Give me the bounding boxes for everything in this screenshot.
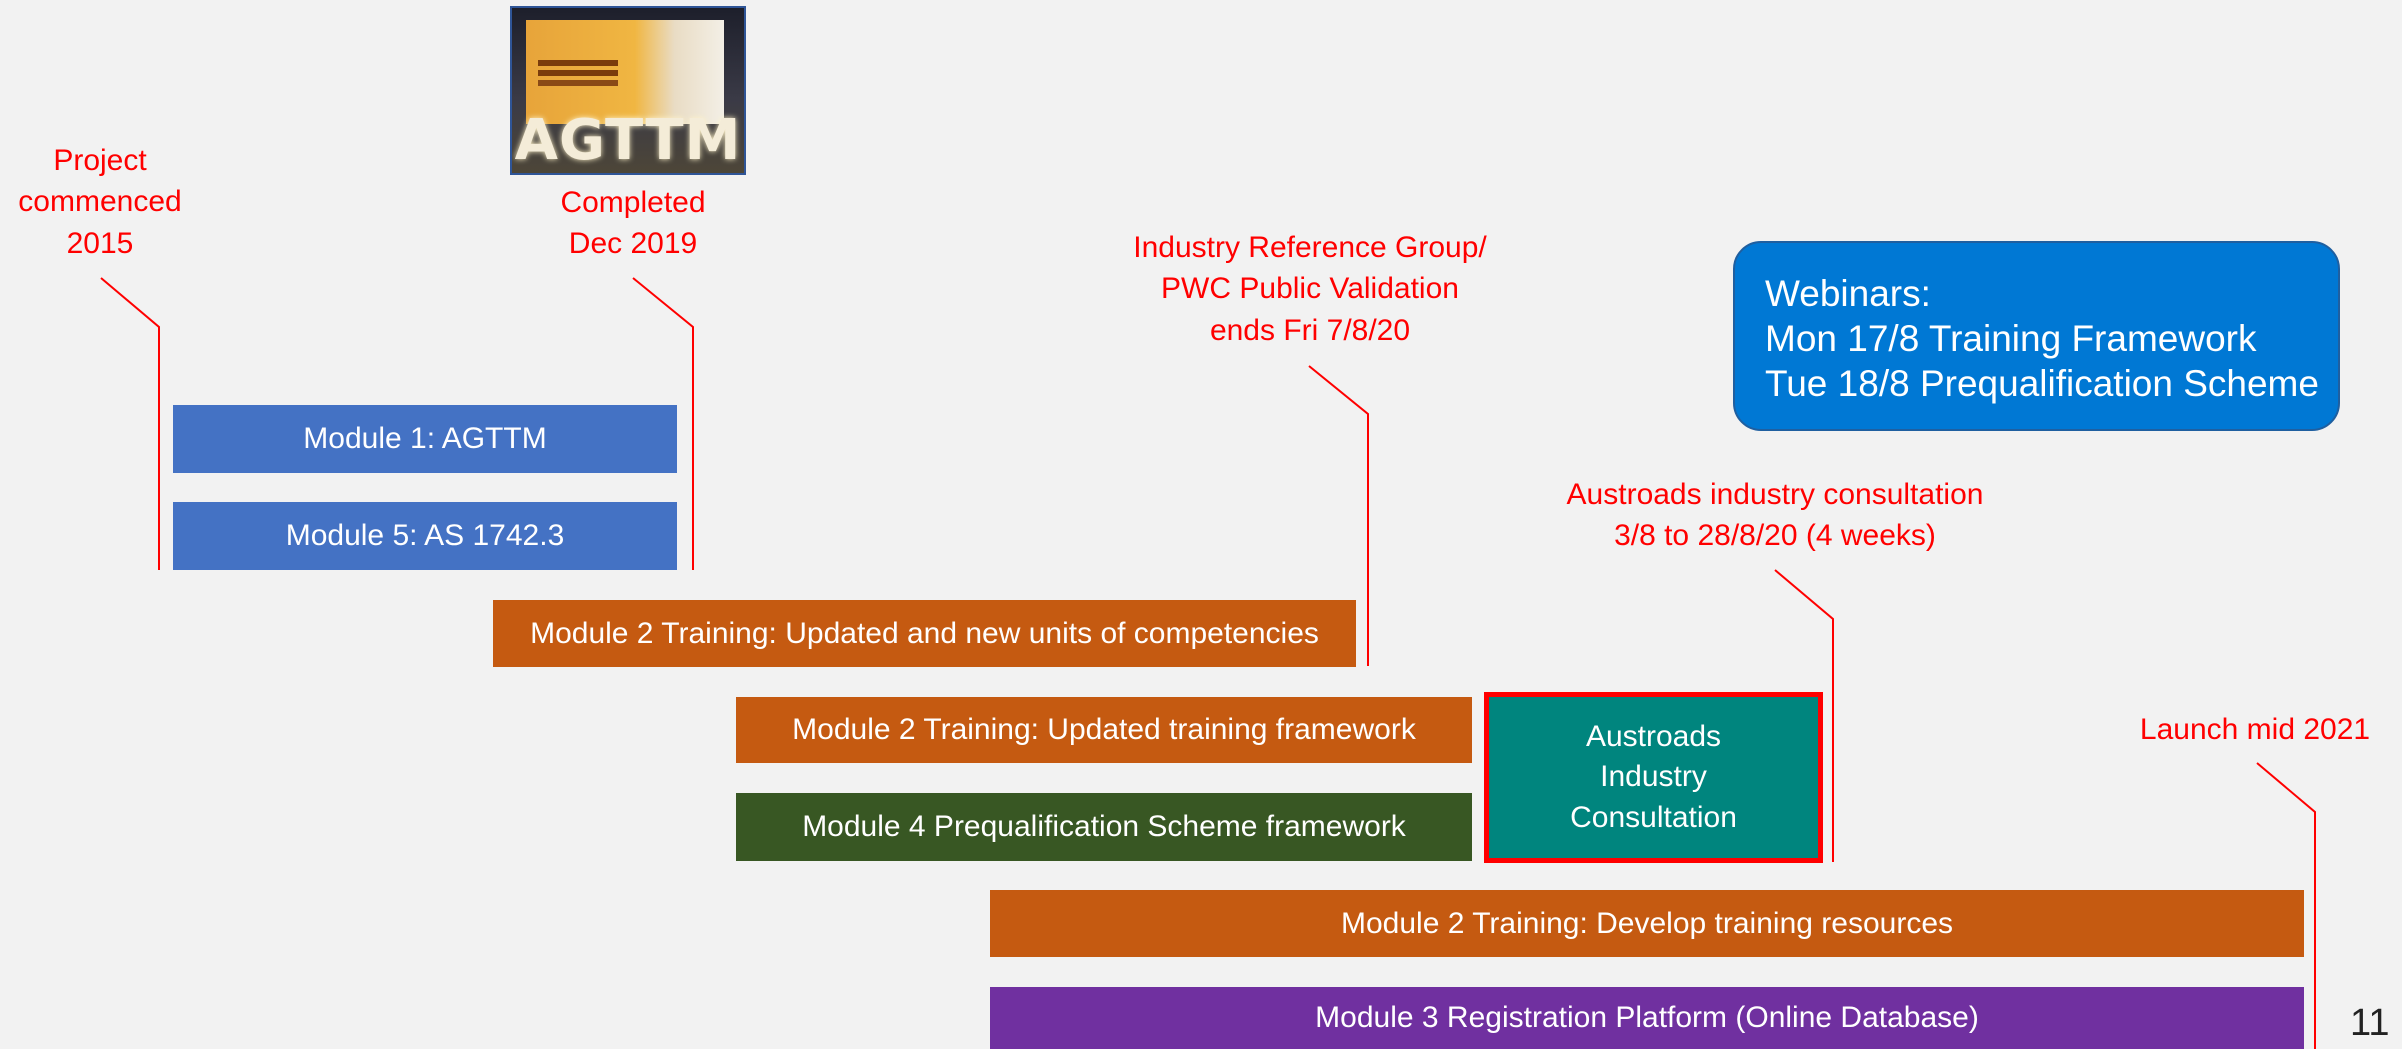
- label-industry-reference-group: Industry Reference Group/ PWC Public Val…: [1133, 231, 1487, 347]
- webinar-training-framework: Mon 17/8 Training Framework: [1765, 318, 2257, 360]
- presentation-screen: [526, 20, 724, 124]
- bar-module2-framework: Module 2 Training: Updated training fram…: [736, 697, 1472, 763]
- bar-module3-registration-platform: Module 3 Registration Platform (Online D…: [990, 987, 2304, 1049]
- webinars-heading: Webinars:: [1765, 273, 1931, 314]
- connector-irg: [1308, 365, 1369, 666]
- bar-module5-as1742: Module 5: AS 1742.3: [173, 502, 677, 570]
- label-launch: Launch mid 2021: [2139, 713, 2371, 746]
- photo-agttm-lettering: AGTTM: [514, 108, 742, 173]
- bar-module2-resources: Module 2 Training: Develop training reso…: [990, 890, 2304, 957]
- connector-launch: [2256, 762, 2316, 1049]
- agttm-launch-photo: AGTTM: [510, 6, 746, 175]
- connector-project-commenced: [100, 277, 160, 570]
- label-austroads-consultation: Austroads industry consultation 3/8 to 2…: [1566, 478, 1984, 553]
- connector-completed: [632, 277, 694, 570]
- label-completed: Completed Dec 2019: [560, 186, 706, 261]
- connector-austroads: [1774, 569, 1834, 862]
- bar-austroads-industry-consultation: Austroads Industry Consultation: [1484, 692, 1823, 863]
- bar-module1-agttm: Module 1: AGTTM: [173, 405, 677, 473]
- webinars-callout: Webinars: Mon 17/8 Training Framework Tu…: [1733, 241, 2340, 431]
- bar-module4-prequalification: Module 4 Prequalification Scheme framewo…: [736, 793, 1472, 861]
- webinar-prequalification: Tue 18/8 Prequalification Scheme: [1765, 363, 2319, 405]
- label-project-commenced: Project commenced 2015: [18, 144, 182, 260]
- page-number: 11: [2350, 1002, 2390, 1044]
- bar-module2-units: Module 2 Training: Updated and new units…: [493, 600, 1356, 667]
